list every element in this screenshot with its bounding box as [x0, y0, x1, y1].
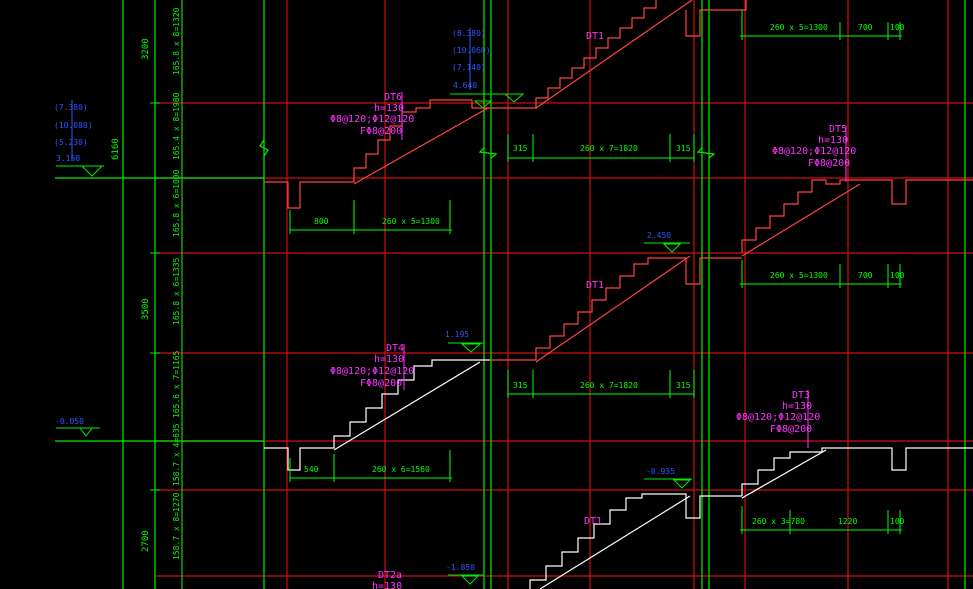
- dim-riser-1: 165.8 x 8=1320: [172, 7, 181, 75]
- dim-text: 100: [890, 271, 905, 280]
- elev-top-1: (8.380): [452, 29, 486, 38]
- dim-text: 260 x 7=1820: [580, 381, 638, 390]
- elevation-marker-icon: [460, 343, 482, 353]
- elevation-marker-icon: [79, 427, 93, 437]
- stair-flight-dt1-top: [510, 0, 657, 109]
- elev-label-1: (7.380): [54, 103, 88, 112]
- stair-flight-dt6: [264, 99, 510, 209]
- label-dt4-h: h=130: [374, 354, 404, 365]
- dim-3200: 3200: [141, 38, 151, 60]
- dim-riser-7: 158.7 x 8=1270: [172, 492, 181, 560]
- dim-text: 260 x 3=780: [752, 517, 805, 526]
- label-dt3-h: h=130: [782, 401, 812, 412]
- green-structure-lines: [55, 0, 966, 589]
- dim-riser-4: 165.8 x 6=1335: [172, 257, 181, 325]
- stair-labels: DT1 DT1 DT1 DT6 h=130 Φ8@120;Φ12@120 FΦ8…: [330, 31, 856, 589]
- dim-text: 100: [890, 517, 905, 526]
- dim-text: 315: [676, 381, 691, 390]
- elev-top-2: (10.060): [452, 46, 491, 55]
- label-dt4-rebar2: FΦ8@200: [360, 378, 402, 389]
- dim-text: 700: [858, 271, 873, 280]
- dim-2700: 2700: [141, 530, 151, 552]
- elev-top-3: (7.140): [452, 63, 486, 72]
- dim-6160: 6160: [111, 138, 121, 160]
- dim-text: 700: [858, 23, 873, 32]
- left-dimension-texts: 3200 6160 3500 2700 165.8 x 8=1320 165.4…: [111, 7, 181, 560]
- label-dt1-mid: DT1: [586, 280, 604, 291]
- horizontal-floor-lines: [155, 102, 973, 577]
- stair-flight-dt1-mid: [490, 257, 742, 361]
- dim-text: 800: [314, 217, 329, 226]
- label-dt4-rebar: Φ8@120;Φ12@120: [330, 366, 414, 377]
- dim-text: 100: [890, 23, 905, 32]
- dim-text: 540: [304, 465, 319, 474]
- elev-label-2: (10.080): [54, 121, 93, 130]
- elev-mid-3: -0.935: [646, 467, 675, 476]
- label-dt3-rebar: Φ8@120;Φ12@120: [736, 412, 820, 423]
- elev-label-3: (5.230): [54, 138, 88, 147]
- label-leaders: [401, 92, 847, 448]
- label-dt6-name: DT6: [384, 92, 402, 103]
- elev-mid-4: -1.850: [446, 563, 475, 572]
- dimension-lines: [289, 10, 902, 534]
- elevation-markers: [56, 93, 692, 585]
- elevation-marker-icon: [80, 165, 104, 177]
- label-dt6-h: h=130: [374, 103, 404, 114]
- dim-text: 315: [513, 144, 528, 153]
- label-dt6-rebar2: FΦ8@200: [360, 126, 402, 137]
- left-elevation-labels: (7.380) (10.080) (5.230) 3.150 -0.050: [54, 103, 93, 426]
- dim-text: 1220: [838, 517, 857, 526]
- elevation-marker-icon: [672, 479, 692, 489]
- dim-riser-2: 165.4 x 8=1980: [172, 92, 181, 160]
- label-dt1-low: DT1: [584, 516, 602, 527]
- left-dimension-ticks: [118, 0, 183, 589]
- elevation-marker-icon: [460, 575, 480, 585]
- elev-label-4: 3.150: [56, 154, 80, 163]
- elevation-marker-icon: [473, 100, 493, 109]
- vertical-axis-lines: [181, 0, 949, 589]
- dim-riser-3: 165.8 x 6=1000: [172, 169, 181, 237]
- dimension-texts: 260 x 5=1300 700 100 315 260 x 7=1820 31…: [304, 23, 905, 526]
- dim-text: 260 x 5=1300: [382, 217, 440, 226]
- elev-mid-1: 2.450: [647, 231, 671, 240]
- elev-label-5: -0.050: [55, 417, 84, 426]
- stair-flight-dt3: [741, 447, 973, 496]
- label-dt5-name: DT5: [829, 124, 847, 135]
- label-dt2-h: h=130: [372, 581, 402, 589]
- label-dt4-name: DT4: [386, 343, 404, 354]
- stair-flights: [264, 0, 973, 589]
- dim-text: 260 x 5=1300: [770, 23, 828, 32]
- dim-text: 260 x 5=1300: [770, 271, 828, 280]
- dim-text: 260 x 7=1820: [580, 144, 638, 153]
- label-dt5-rebar2: FΦ8@200: [808, 158, 850, 169]
- label-dt3-rebar2: FΦ8@200: [770, 424, 812, 435]
- stair-flight-dt4: [264, 359, 490, 471]
- dim-text: 315: [676, 144, 691, 153]
- elevation-marker-icon: [662, 243, 682, 253]
- label-dt1-top: DT1: [586, 31, 604, 42]
- dim-text: 315: [513, 381, 528, 390]
- label-dt5-h: h=130: [818, 135, 848, 146]
- label-dt6-rebar: Φ8@120;Φ12@120: [330, 114, 414, 125]
- dim-riser-6: 158.7 x 4=635: [172, 423, 181, 486]
- label-dt2-name: DT2a: [378, 570, 402, 581]
- elev-top-4: 4.640: [453, 81, 477, 90]
- elev-mid-2: 1.195: [445, 330, 469, 339]
- dim-3500: 3500: [141, 298, 151, 320]
- label-dt3-name: DT3: [792, 390, 810, 401]
- label-dt5-rebar: Φ8@120;Φ12@120: [772, 146, 856, 157]
- elevation-labels-blue: (8.380) (10.060) (7.140) 4.640 2.450 1.1…: [445, 29, 675, 572]
- stair-flight-dt5: [741, 179, 973, 253]
- dim-riser-5: 165.6 x 7=1165: [172, 350, 181, 418]
- elevation-bracket: [71, 28, 471, 160]
- stair-flight-dt1-low: [529, 493, 742, 589]
- dim-text: 260 x 6=1560: [372, 465, 430, 474]
